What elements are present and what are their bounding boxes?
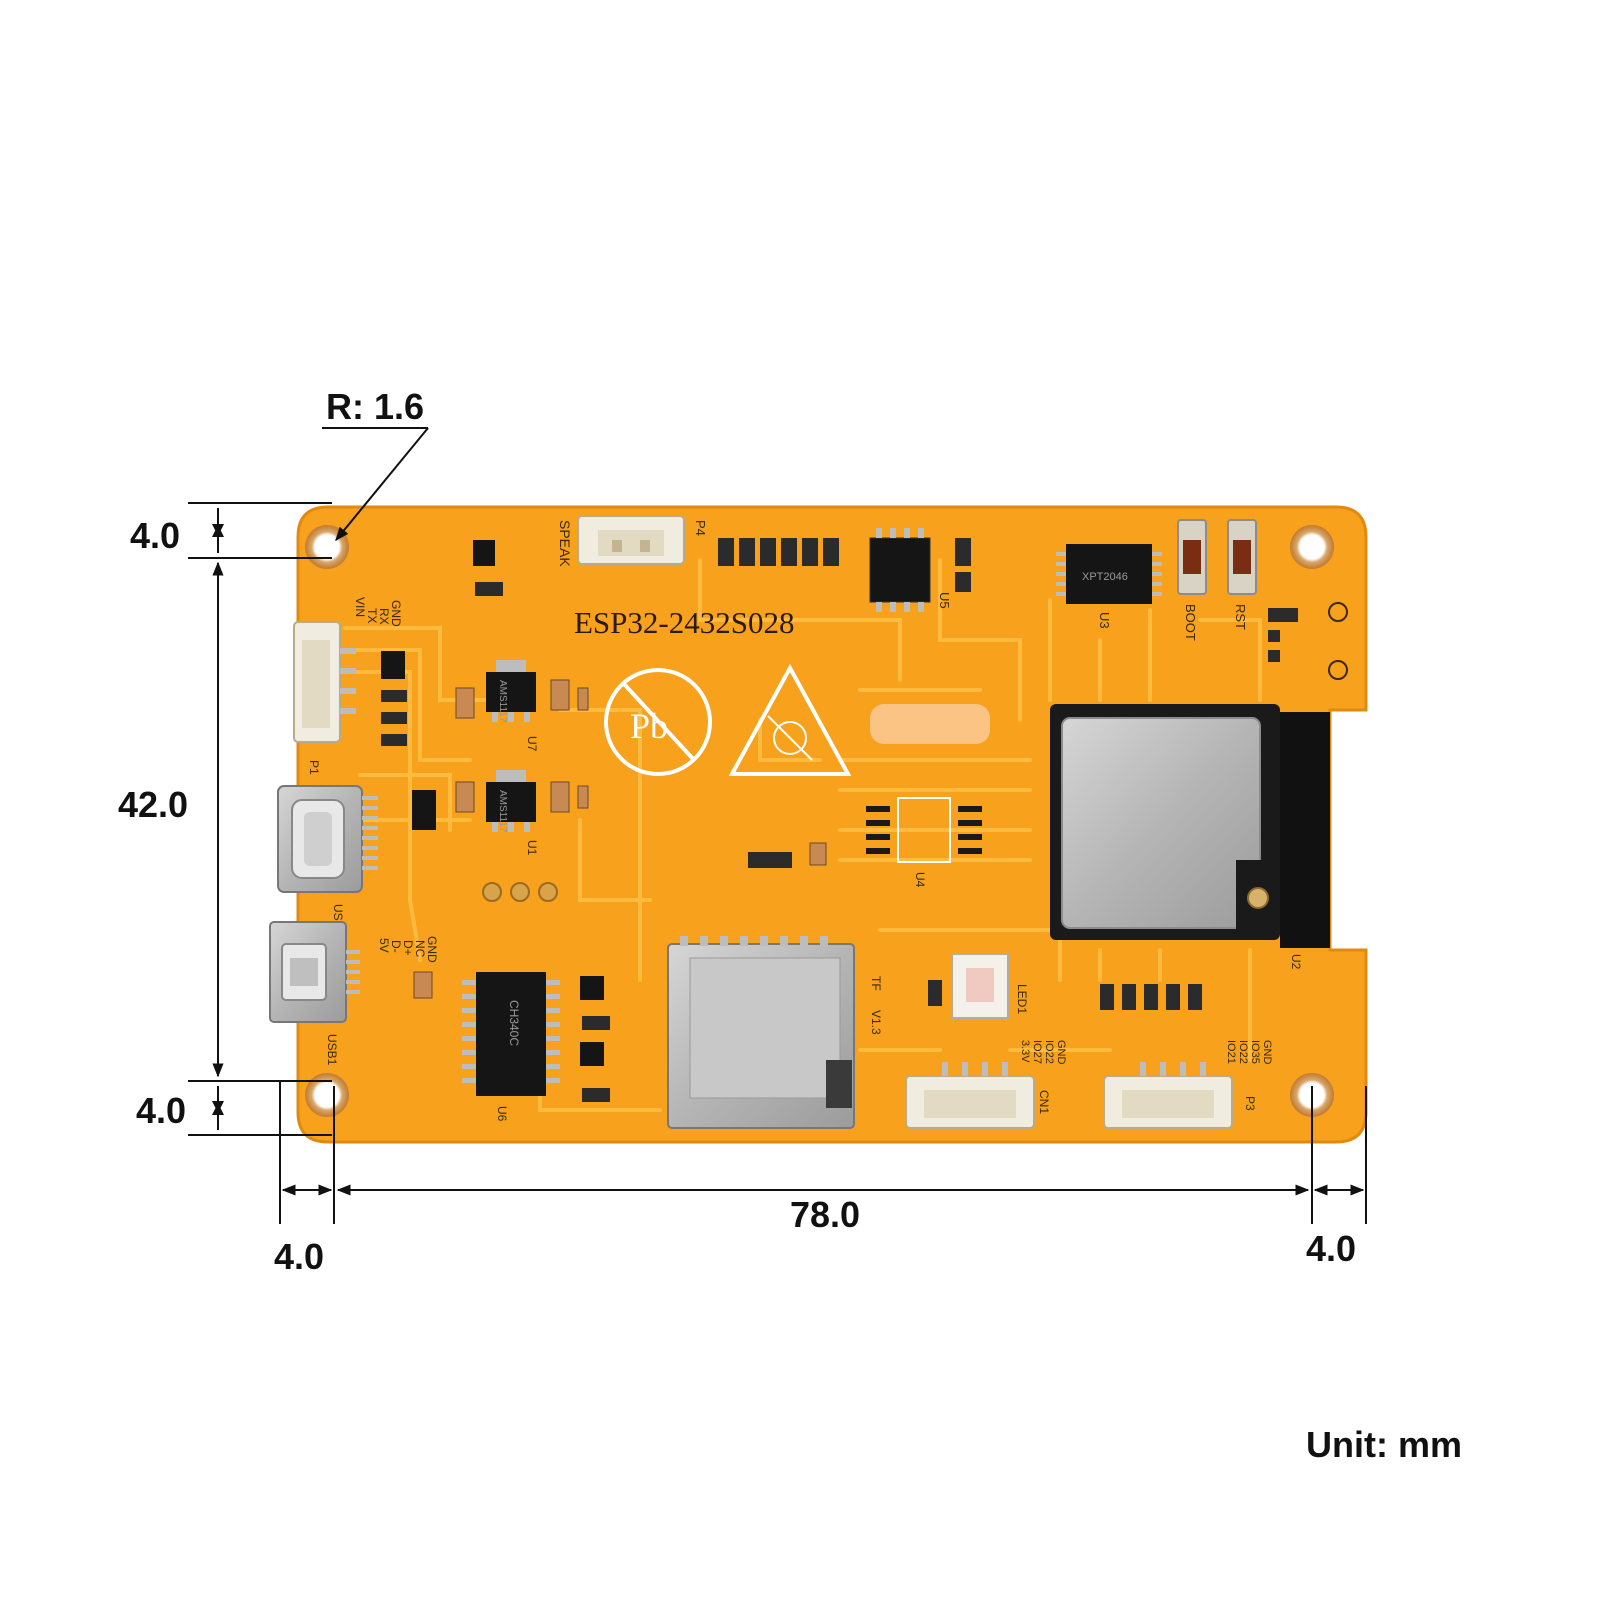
ch340c-label: CH340C — [507, 1000, 521, 1046]
u1-label: U1 — [525, 840, 539, 856]
radius-leader — [335, 427, 429, 542]
cn1-connector: GND IO22 IO27 3.3V CN1 — [905, 1040, 1067, 1129]
left-hole-offset-label: 4.0 — [274, 1236, 325, 1277]
usb-uart-chip-u6: CH340C U6 — [462, 972, 560, 1122]
u7-label: U7 — [525, 736, 539, 752]
pcb-traces — [343, 558, 1262, 1112]
rst-button: RST — [1227, 519, 1257, 630]
top-left-transistors — [381, 540, 503, 746]
u3-label: U3 — [1097, 612, 1112, 629]
rst-label: RST — [1233, 604, 1248, 630]
bottom-hole-offset-label: 4.0 — [136, 1090, 187, 1131]
bottom-resistor-row — [928, 980, 1202, 1010]
mounting-hole-bottom-left — [305, 1073, 349, 1117]
header-pin-gnd: GND — [389, 600, 403, 627]
xpt2046-label: XPT2046 — [1082, 571, 1128, 583]
tf-label: TF — [869, 976, 883, 991]
usb-c-connector: USB2 — [277, 785, 378, 936]
usb-pin-dplus: D+ — [401, 940, 415, 956]
p3-connector: GND IO35 IO22 IO21 P3 — [1103, 1040, 1273, 1129]
cn1-pin-io22: IO22 — [1043, 1040, 1055, 1064]
led1-label: LED1 — [1015, 984, 1029, 1014]
cn1-pin-gnd: GND — [1055, 1040, 1067, 1065]
unit-label: Unit: mm — [1306, 1424, 1462, 1465]
micro-usb-connector: USB1 5V D- D+ NC GND — [269, 921, 439, 1066]
header-pin-tx: TX — [365, 608, 379, 623]
test-pads — [482, 882, 558, 902]
esd-warning-symbol — [728, 663, 852, 776]
cn1-pin-3v3: 3.3V — [1019, 1040, 1031, 1063]
usb-pin-5v: 5V — [377, 938, 391, 953]
usb-pin-nc: NC — [413, 940, 427, 958]
dimension-lines — [188, 427, 1367, 1224]
u4-label: U4 — [913, 872, 927, 888]
regulator-u7: AMS1117 U7 — [486, 660, 539, 752]
p3-pin-io21: IO21 — [1225, 1040, 1237, 1064]
p3-pin-gnd: GND — [1261, 1040, 1273, 1065]
usb-pin-gnd: GND — [425, 936, 439, 963]
esp32-module-u2: U2 — [1050, 704, 1330, 970]
u6-label: U6 — [495, 1106, 509, 1122]
u5-chip: U5 — [869, 528, 952, 612]
smudge-mark — [870, 704, 990, 744]
u5-label: U5 — [937, 592, 952, 609]
p3-pin-io35: IO35 — [1249, 1040, 1261, 1064]
cn1-label: CN1 — [1037, 1090, 1051, 1114]
top-hole-offset-label: 4.0 — [130, 515, 181, 556]
tf-card-slot: TF V1.3 — [667, 936, 883, 1129]
right-small-parts — [1268, 602, 1348, 680]
p4-label: P4 — [693, 520, 708, 536]
speak-label: SPEAK — [557, 520, 573, 567]
capacitors — [413, 679, 827, 999]
ams1117-u1-label: AMS1117 — [497, 790, 508, 833]
mounting-hole-top-right — [1290, 525, 1334, 569]
header-pin-vin: VIN — [353, 597, 367, 617]
u2-label: U2 — [1289, 954, 1303, 970]
p3-pin-io22: IO22 — [1237, 1040, 1249, 1064]
p3-label: P3 — [1243, 1096, 1257, 1111]
boot-label: BOOT — [1183, 604, 1198, 641]
version-label: V1.3 — [869, 1010, 883, 1035]
u4-footprint: U4 — [866, 797, 982, 888]
rgb-led: LED1 — [951, 953, 1029, 1019]
right-hole-offset-label: 4.0 — [1306, 1228, 1357, 1269]
transistors-t1-t2 — [580, 976, 610, 1102]
svg-text:Pb: Pb — [630, 706, 668, 746]
uart-header-p1: VIN TX RX GND P1 — [293, 597, 403, 775]
top-resistor-row — [718, 538, 971, 592]
ams1117-u7-label: AMS1117 — [497, 680, 508, 723]
board-model-label: ESP32-2432S028 — [574, 605, 794, 640]
boot-button: BOOT — [1177, 519, 1207, 641]
u3-touch-controller: XPT2046 U3 — [1056, 544, 1162, 629]
width-span-label: 78.0 — [790, 1194, 861, 1235]
header-pin-rx: RX — [377, 608, 391, 625]
speaker-connector: SPEAK P4 — [557, 515, 708, 567]
radius-label: R: 1.6 — [326, 386, 425, 427]
pcb-board: ESP32-2432S028 SPEAK P4 — [269, 505, 1368, 1144]
regulator-u1: AMS1117 U1 — [486, 770, 539, 856]
usb-pin-dminus: D- — [389, 940, 403, 953]
resistor-network-rn2 — [748, 852, 792, 868]
diode-d1 — [412, 790, 436, 830]
cn1-pin-io27: IO27 — [1031, 1040, 1043, 1064]
p1-label: P1 — [307, 760, 321, 775]
pb-free-symbol: Pb — [604, 668, 712, 776]
height-span-label: 42.0 — [118, 784, 189, 825]
usb1-label: USB1 — [325, 1034, 339, 1066]
